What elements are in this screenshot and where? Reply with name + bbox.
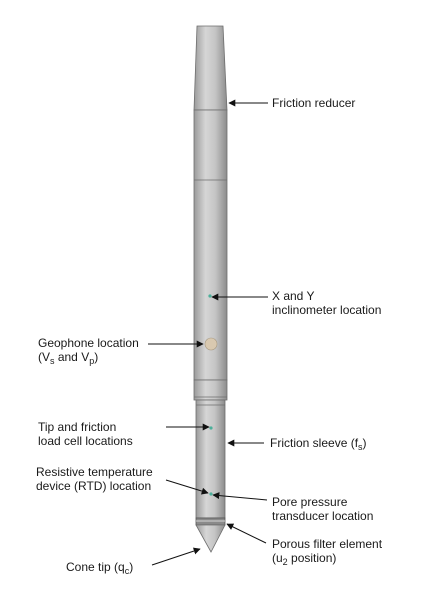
arrow-pore-pressure: [212, 492, 268, 501]
geophone-marker: [204, 337, 218, 351]
friction-reducer-section: [193, 25, 228, 111]
porous-filter-ring: [195, 517, 226, 526]
cone-tip-shape: [195, 524, 226, 553]
label-cone-tip: Cone tip (qc): [66, 560, 134, 576]
leader-arrows: [148, 99, 268, 566]
label-load-cell: Tip and friction load cell locations: [38, 420, 133, 448]
arrow-porous-filter: [226, 523, 267, 544]
friction-sleeve-section: [195, 399, 226, 519]
load-cell-sensor-dot: [209, 426, 213, 430]
inclinometer-sensor-dot: [208, 294, 212, 298]
arrow-rtd: [165, 479, 209, 495]
label-geophone: Geophone location (Vs and Vp): [38, 336, 139, 366]
label-porous-filter: Porous filter element (u2 position): [272, 537, 383, 567]
label-rtd: Resistive temperature device (RTD) locat…: [36, 465, 153, 493]
upper-rod-section: [193, 109, 228, 381]
label-pore-pressure: Pore pressure transducer location: [272, 495, 374, 523]
probe-body: [193, 25, 228, 553]
label-friction-reducer: Friction reducer: [272, 96, 356, 110]
label-inclinometer: X and Y inclinometer location: [272, 289, 382, 317]
arrow-cone-tip: [151, 547, 201, 566]
rtd-sensor-dot: [209, 492, 213, 496]
label-friction-sleeve: Friction sleeve (fs): [270, 436, 367, 452]
